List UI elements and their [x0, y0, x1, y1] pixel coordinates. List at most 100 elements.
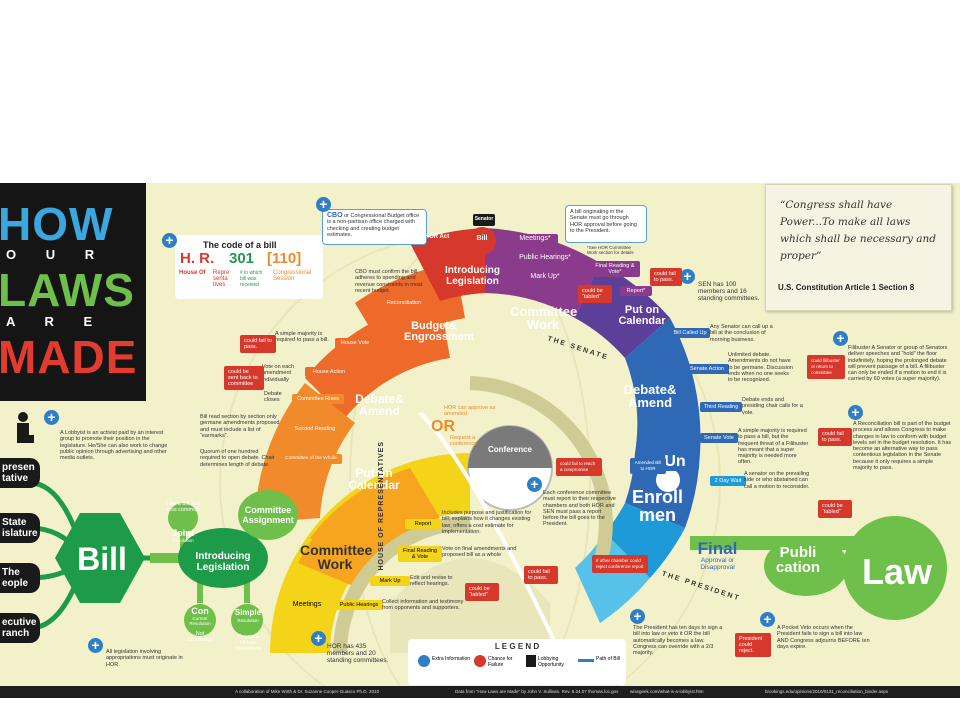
failure-icon — [474, 655, 486, 667]
extra-info-icon: + — [311, 631, 326, 646]
bill-code-card: The code of a bill H. R. 301 [110] House… — [175, 235, 323, 299]
extra-info-icon: + — [527, 477, 542, 492]
public-hearings-note: Collect information and testimony from o… — [382, 599, 464, 612]
quote-attribution: U.S. Constitution Article 1 Section 8 — [778, 283, 915, 292]
senator-label: Senator — [474, 216, 494, 222]
bill-code-session: [110] — [267, 250, 302, 267]
hor-approve-note: HOR can approve as amended — [444, 405, 496, 418]
enrollment-label: Enroll men — [631, 487, 683, 525]
legend-item: Chance for Failure — [488, 656, 513, 668]
fail-tabled-committee: could be “tabled” — [465, 583, 499, 601]
simple-sub-label: Resolution — [237, 618, 259, 623]
fail-tabled-wait: could be “tabled” — [818, 500, 852, 518]
simple-note: Regards House Operations — [234, 634, 262, 652]
two-day-wait-note: A senator on the prevailing side or who … — [744, 471, 810, 490]
footer-link[interactable]: brookings.edu/opinions/2010/0131_reconci… — [765, 689, 889, 694]
lobbyist-icon — [12, 411, 34, 451]
legend-item: Path of Bill — [596, 656, 620, 662]
senate-vote-note: A simple majority is required to pass a … — [738, 428, 809, 466]
senate-action-note: Unlimited debate. Amendments do not have… — [728, 352, 794, 384]
legend-title: L E G E N D — [494, 642, 540, 651]
filibuster-note: Filibuster A Senator or group of Senator… — [848, 345, 948, 383]
conference-label: Conference — [487, 445, 532, 454]
bill-label-top: Bill — [476, 235, 488, 242]
legend: L E G E N D Extra Information Chance for… — [408, 639, 626, 685]
extra-info-icon: + — [680, 269, 695, 284]
card-label: State islature — [2, 517, 38, 539]
footer-credit: A collaboration of Mike Wirth & Dr. Suza… — [235, 689, 380, 694]
final-reading-step: Final Reading & Vote — [398, 546, 442, 562]
lobbyist-icon — [526, 655, 536, 667]
pocket-veto-note: A Pocket Veto occurs when the President … — [777, 625, 870, 650]
title-how: HOW — [0, 198, 114, 250]
card-label: ecutive ranch — [2, 617, 37, 639]
president-note: The President has ten days to sign a bil… — [633, 625, 723, 657]
cbo-note: CBO or Congressional Budget office is a … — [322, 209, 427, 245]
debate-senate-label: Debate& Amend — [623, 382, 677, 410]
final-label: Final — [697, 539, 738, 558]
law-label: Law — [861, 551, 932, 592]
or-label: OR — [431, 418, 455, 435]
fail-pass-committee: could fail to pass. — [524, 566, 558, 584]
third-reading-step: Third Reading — [700, 402, 742, 412]
fail-filibuster: could filibuster or return to committee — [807, 355, 845, 379]
committee-whole-note: Quorum of one hundred required to open d… — [200, 449, 275, 468]
appropriations-note: All legislation involving appropriations… — [106, 649, 183, 668]
constitution-quote: “Congress shall have Power...To make all… — [765, 184, 952, 311]
house-vote-step: House Vote — [335, 338, 375, 348]
senate-hearings-step: Public Hearings* — [515, 253, 575, 263]
fail-president-reject: President could reject. — [735, 633, 771, 657]
senate-markup-step: Mark Up* — [522, 272, 568, 282]
extra-info-icon — [418, 655, 430, 667]
reconciliation-step: Reconciliation — [378, 298, 430, 308]
senate-action-step: Senate Action — [685, 364, 729, 374]
report-step: Report — [405, 519, 441, 529]
committee-rises-step: Committee Rises — [292, 394, 344, 404]
con-note: Not Legislation — [186, 631, 214, 643]
put-house-label: Put on Calendar — [348, 466, 400, 492]
fail-tabled-senate: could be “tabled” — [578, 285, 612, 303]
footer: A collaboration of Mike Wirth & Dr. Suza… — [0, 686, 960, 698]
bill-code-label-number: # in which bill was received — [240, 270, 263, 288]
house-vote-note: A simple majority is required to pass a … — [275, 331, 329, 344]
fail-pass-senate: could fail to pass. — [650, 268, 682, 286]
bill-code-number: 301 — [229, 250, 255, 267]
debate-house-label: Debate& Amend — [355, 392, 404, 418]
sen-note: SEN has 100 members and 16 standing comm… — [698, 281, 760, 302]
hor-act-label: HOR Act — [424, 234, 450, 240]
bill-code-heading: The code of a bill — [203, 240, 277, 250]
title-are: A R E — [6, 314, 106, 329]
extra-info-icon: + — [760, 612, 775, 627]
title-panel: HOW O U R LAWS A R E MADE — [0, 183, 146, 401]
bill-big-label: Bill — [77, 541, 127, 577]
extra-info-icon: + — [44, 410, 59, 425]
joint-note: Like a bill, but less common — [166, 501, 200, 513]
quote-text: “Congress shall have Power...To make all… — [780, 199, 936, 262]
extra-info-icon: + — [88, 638, 103, 653]
reconciliation-info-note: A Reconciliation bill is part of the bud… — [853, 421, 952, 472]
meetings-step: Meetings — [287, 600, 327, 610]
card-state-legislature: State islature — [0, 513, 40, 543]
senate-report-step: Report* — [620, 286, 652, 296]
report-note: Includes purpose and justification for b… — [442, 510, 532, 535]
introducing-label: Introducing Legislation — [195, 551, 251, 573]
mark-up-step: Mark Up — [370, 576, 410, 586]
second-reading-note: Bill read section by section only german… — [200, 414, 280, 439]
committee-rises-note: Debate closes — [264, 391, 282, 404]
senate-origin-note: A bill originating in the Senate must go… — [565, 205, 647, 243]
bill-called-up-step: Bill Called Up — [670, 328, 710, 338]
con-sub-label: Current Resolution — [189, 616, 211, 626]
footer-source: Data from “How Laws are Made” by John V.… — [455, 689, 619, 694]
final-reading-note: Vote on final amendments and proposed bi… — [442, 546, 517, 559]
poster: HOW O U R LAWS A R E MADE “Congress shal… — [0, 183, 960, 698]
senate-vote-step: Senate Vote — [700, 433, 738, 443]
card-label: The eople — [2, 567, 29, 589]
senate-see-note: *See HOR Committee Work section for deta… — [587, 245, 634, 255]
extra-info-icon: + — [316, 197, 331, 212]
senate-meetings-step: Meetings* — [512, 234, 558, 244]
footer-link[interactable]: wisegeek.com/what-is-a-lobbyist.htm — [630, 689, 704, 694]
request-conference-note: Request a conference — [450, 435, 478, 448]
public-hearings-step: Public Hearings — [335, 600, 383, 610]
un-label: Un — [660, 453, 690, 471]
title-laws: LAWS — [0, 264, 135, 316]
